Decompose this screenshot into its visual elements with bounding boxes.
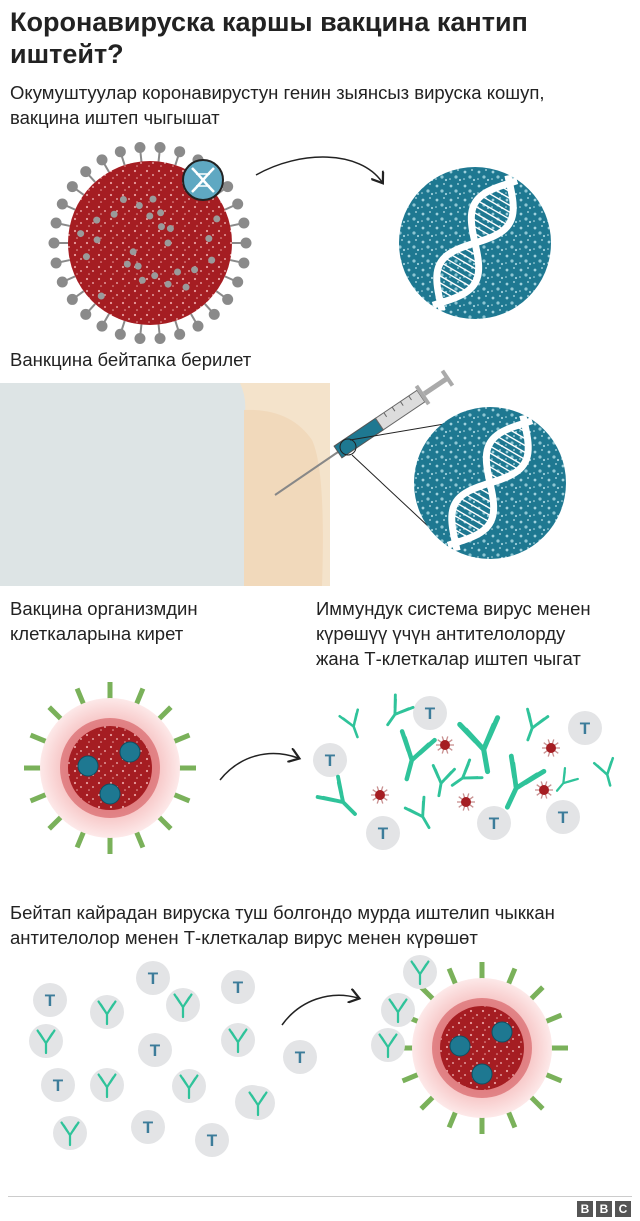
dna-badge-icon <box>182 159 224 201</box>
arrow-icon <box>281 995 358 1026</box>
step3-caption: Вакцина организмдин клеткаларына кирет <box>10 596 198 646</box>
bbc-logo-letter: C <box>615 1201 631 1217</box>
step1-caption: Окумуштуулар коронавирустун генин зыянсы… <box>10 80 545 130</box>
svg-text:T: T <box>148 969 159 988</box>
page-title: Коронавируска каршы вакцина кантип иштей… <box>10 6 630 70</box>
step4-caption: Иммундук система вирус менен күрөшүү үчү… <box>316 596 591 671</box>
bbc-logo-letter: B <box>577 1201 593 1217</box>
svg-text:T: T <box>53 1076 64 1095</box>
infected-cell-icon <box>24 682 196 854</box>
arrow-icon <box>255 156 382 182</box>
coronavirus-icon <box>48 142 252 344</box>
svg-text:T: T <box>489 814 500 833</box>
svg-text:T: T <box>580 719 591 738</box>
step5-line-1: Бейтап кайрадан вируска туш болгондо мур… <box>10 902 555 923</box>
immune-response-field: T T T T T T <box>313 693 615 850</box>
patient-illustration <box>0 383 330 586</box>
svg-text:T: T <box>143 1118 154 1137</box>
step1-line-2: вакцина иштеп чыгышат <box>10 107 220 128</box>
footer-divider <box>8 1196 632 1197</box>
step2-line-1: Ванкцина бейтапка берилет <box>10 349 252 370</box>
arrow-icon <box>219 754 298 781</box>
svg-text:T: T <box>233 978 244 997</box>
syringe-icon <box>274 369 469 543</box>
step5-line-2: антителолор менен Т-клеткалар вирус мене… <box>10 927 478 948</box>
svg-text:T: T <box>425 704 436 723</box>
step5-caption: Бейтап кайрадан вируска туш болгондо мур… <box>10 900 555 950</box>
step4-line-1: Иммундук система вирус менен <box>316 598 591 619</box>
svg-text:T: T <box>295 1048 306 1067</box>
svg-text:T: T <box>378 824 389 843</box>
svg-text:T: T <box>45 991 56 1010</box>
vaccine-dna-icon <box>414 407 566 559</box>
step4-line-3: жана Т-клеткалар иштеп чыгат <box>316 648 581 669</box>
step3-line-1: Вакцина организмдин <box>10 598 198 619</box>
title-line-2: иштейт? <box>10 39 124 69</box>
step3-line-2: клеткаларына кирет <box>10 623 184 644</box>
step2-caption: Ванкцина бейтапка берилет <box>10 347 251 372</box>
svg-text:T: T <box>150 1041 161 1060</box>
attacked-virus-icon <box>371 955 568 1134</box>
step1-line-1: Окумуштуулар коронавирустун генин зыянсы… <box>10 82 545 103</box>
svg-text:T: T <box>207 1131 218 1150</box>
dna-in-cell-icon <box>399 167 551 319</box>
svg-text:T: T <box>325 751 336 770</box>
title-line-1: Коронавируска каршы вакцина кантип <box>10 7 528 37</box>
bbc-logo-letter: B <box>596 1201 612 1217</box>
bbc-logo: B B C <box>577 1201 631 1217</box>
svg-text:T: T <box>558 808 569 827</box>
step4-line-2: күрөшүү үчүн антителолорду <box>316 623 566 644</box>
